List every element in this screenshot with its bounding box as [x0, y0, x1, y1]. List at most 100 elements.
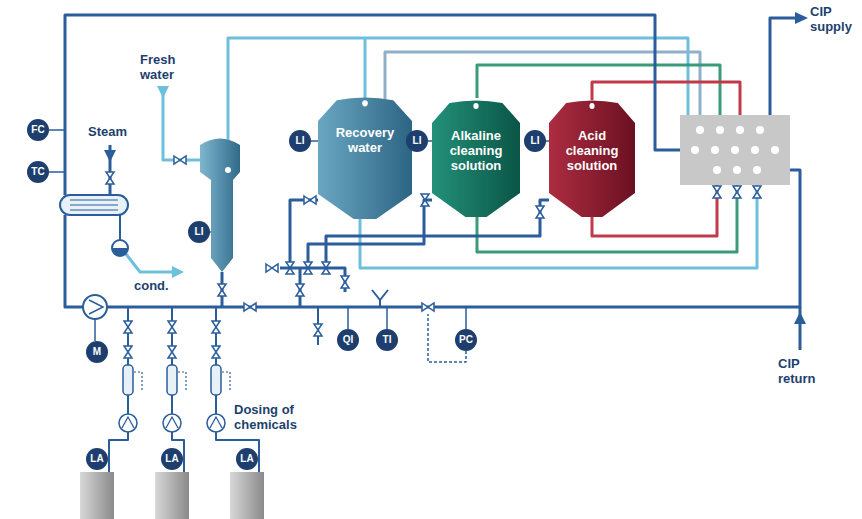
pipe-use [713, 186, 721, 198]
instrument-circle: QI [337, 329, 359, 351]
tank-body [318, 98, 412, 219]
instrument-circle: PC [455, 329, 477, 351]
tank-node: Acid cleaning solution [549, 98, 635, 218]
instrument-tag: QI [343, 335, 354, 345]
pipe-use [314, 324, 322, 336]
tank-body [549, 101, 635, 218]
pipe-use [304, 196, 316, 204]
pipe-use [212, 346, 220, 358]
tank-inlet [362, 100, 368, 106]
pipe-path [70, 200, 118, 210]
pipe-use [106, 172, 114, 184]
stream-label: CIP supply [810, 4, 858, 34]
instrument-tag: FC [31, 125, 44, 135]
pipe-circle [711, 146, 719, 154]
pipe-polygon [172, 266, 184, 278]
pipe-circle [733, 166, 741, 174]
instrument-circle: LI [188, 221, 210, 243]
pipe-path [109, 432, 259, 474]
pipe-circle [716, 126, 724, 134]
pipe-rect [155, 472, 189, 519]
instrument-circle: TI [376, 329, 398, 351]
pipe-use [168, 346, 176, 358]
instrument-leader [311, 141, 318, 142]
pipe-circle [691, 146, 699, 154]
pipe-use [753, 186, 761, 198]
pipe-polygon [104, 150, 116, 162]
stream-label: Steam [88, 124, 148, 139]
pipe-circle [112, 240, 128, 256]
pipe-rect [680, 115, 790, 185]
pipe-polygon [795, 12, 808, 24]
tank-node: Recovery water [318, 95, 412, 220]
pipe-path [348, 307, 466, 329]
pipe-path [122, 417, 222, 428]
tank-inlet [473, 103, 478, 109]
pipe-path [65, 215, 83, 307]
pipe-use [296, 284, 304, 296]
pipe-path [128, 307, 216, 365]
pipe-polygon [157, 86, 169, 98]
instrument-circle: LA [236, 448, 258, 470]
instrument-tag: LI [531, 136, 540, 146]
instrument-tag: PC [459, 335, 473, 345]
pipe-use [304, 262, 312, 274]
pipe-path [126, 254, 172, 272]
pipe-use [124, 321, 132, 333]
pipe-use [286, 262, 294, 274]
pipe-use [733, 186, 741, 198]
instrument-leader [546, 141, 549, 142]
instrument-tag: TC [31, 167, 44, 177]
pipe-use [421, 194, 429, 206]
pipe-use [266, 264, 278, 272]
leader-line [546, 140, 549, 142]
pipe-circle [736, 126, 744, 134]
pipe-path [112, 248, 128, 256]
pipe-use [124, 346, 132, 358]
instrument-tag: LA [240, 454, 253, 464]
pipe-circle [713, 166, 721, 174]
pipe-circle [756, 126, 764, 134]
tank-node: Alkaline cleaning solution [432, 98, 520, 218]
pipe-path [290, 200, 318, 268]
pipe-circle [696, 126, 704, 134]
instrument-circle: LA [86, 448, 108, 470]
pipe-circle [225, 167, 231, 173]
leader-line [311, 140, 318, 142]
pipe-use [341, 276, 349, 288]
pipe-path [94, 319, 96, 341]
pipe-use [212, 321, 220, 333]
instrument-leader [428, 141, 432, 142]
tank-inlet [589, 103, 594, 109]
tank-label: Recovery water [318, 125, 412, 155]
instrument-tag: M [93, 347, 101, 357]
tank-outline [318, 95, 412, 220]
instrument-circle: LI [289, 130, 311, 152]
tank-label: Alkaline cleaning solution [432, 128, 520, 173]
pipe-circle [731, 146, 739, 154]
instrument-circle: LI [524, 130, 546, 152]
tank-body [432, 101, 520, 218]
pipe-path [364, 38, 367, 98]
pipe-rect [211, 365, 221, 395]
pipe-polygon [794, 312, 806, 324]
pipe-use [168, 321, 176, 333]
tank-label: Acid cleaning solution [549, 128, 635, 173]
pipe-use [536, 206, 544, 218]
pipe-path [163, 92, 200, 160]
pipe-use [322, 262, 330, 274]
pipe-rect [60, 195, 128, 215]
pipe-circle [83, 295, 107, 319]
pipe-use [422, 303, 434, 311]
stream-label: CIP return [778, 356, 838, 386]
pipe-rect [230, 472, 264, 519]
instrument-circle: LI [406, 130, 428, 152]
pipe-path [89, 300, 103, 314]
pipe-rect [167, 365, 177, 395]
pipe-g [119, 365, 225, 432]
stream-label: Dosing of chemicals [234, 402, 324, 432]
instrument-tag: LA [90, 454, 103, 464]
stream-label: cond. [134, 278, 194, 293]
